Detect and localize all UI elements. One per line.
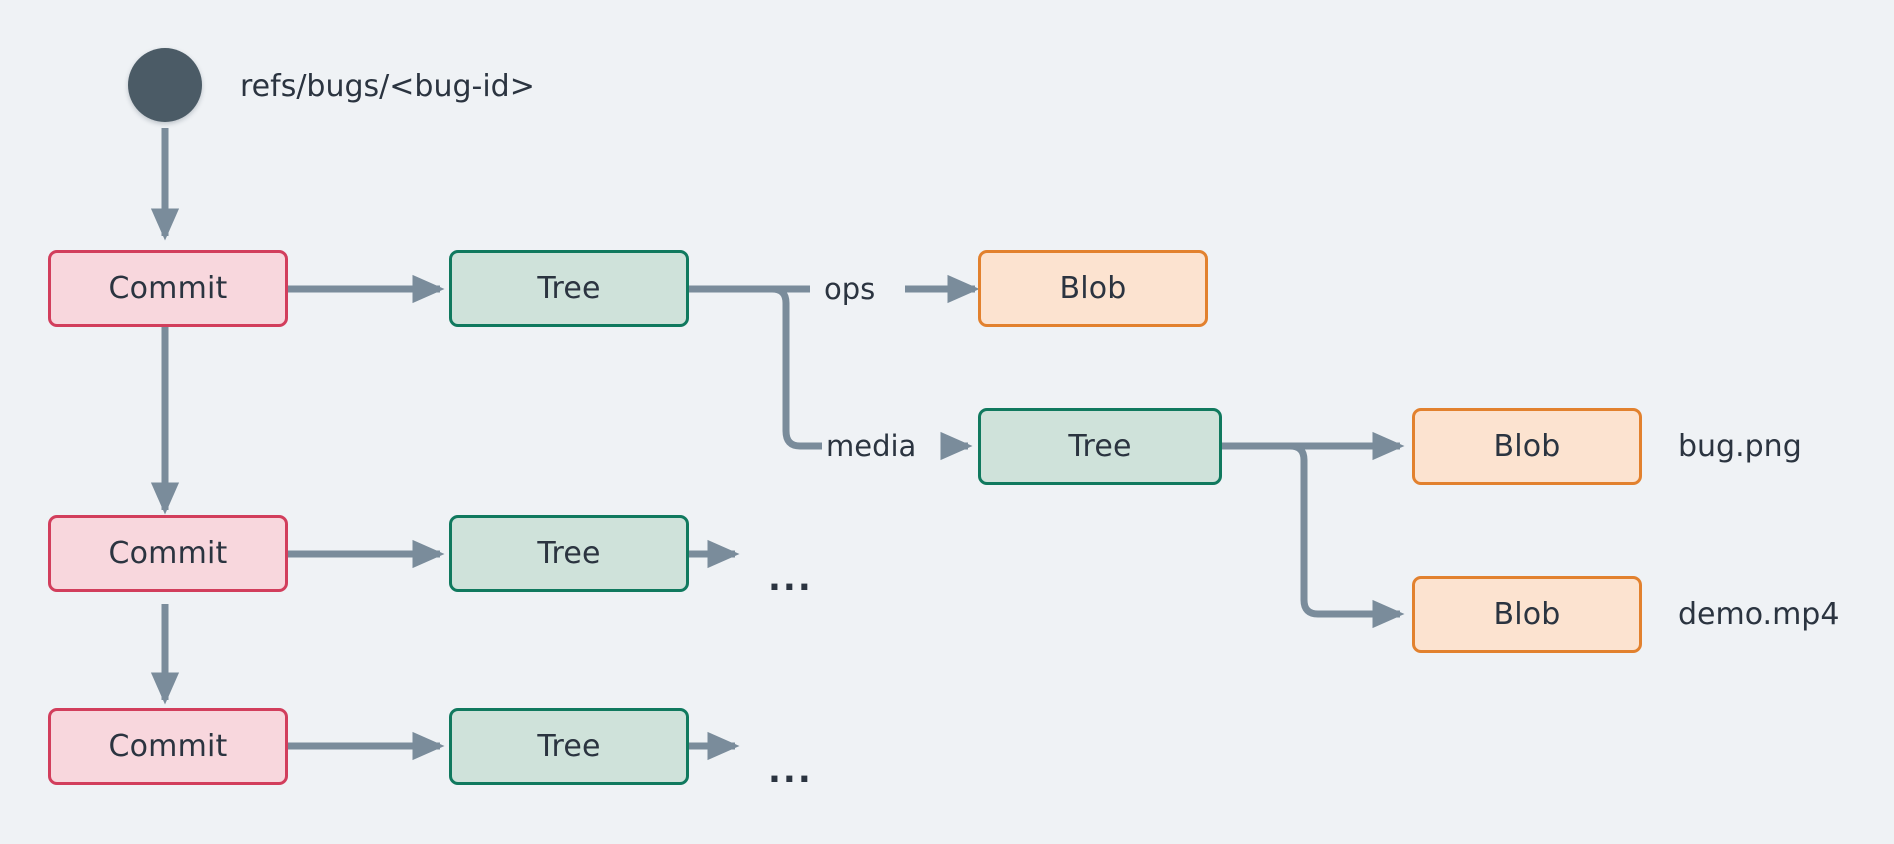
node-blob-bug-png[interactable]: Blob [1412, 408, 1642, 485]
edge-label-media: media [822, 432, 921, 461]
file-label-bug-png: bug.png [1678, 429, 1802, 464]
node-tree-3[interactable]: Tree [449, 708, 689, 785]
ref-label: refs/bugs/<bug-id> [240, 69, 535, 104]
node-commit-1[interactable]: Commit [48, 250, 288, 327]
node-commit-2[interactable]: Commit [48, 515, 288, 592]
edge-mediatree-to-demomp4 [1280, 442, 1405, 629]
ellipsis-row-3: ... [768, 751, 813, 791]
node-blob-demo-mp4[interactable]: Blob [1412, 576, 1642, 653]
node-commit-3[interactable]: Commit [48, 708, 288, 785]
node-tree-1[interactable]: Tree [449, 250, 689, 327]
edge-label-ops: ops [820, 275, 880, 304]
node-tree-2[interactable]: Tree [449, 515, 689, 592]
edge-tree1-to-media [745, 285, 822, 450]
node-blob-ops[interactable]: Blob [978, 250, 1208, 327]
file-label-demo-mp4: demo.mp4 [1678, 597, 1840, 632]
ref-dot [128, 48, 202, 122]
node-tree-media[interactable]: Tree [978, 408, 1222, 485]
ellipsis-row-2: ... [768, 559, 813, 599]
